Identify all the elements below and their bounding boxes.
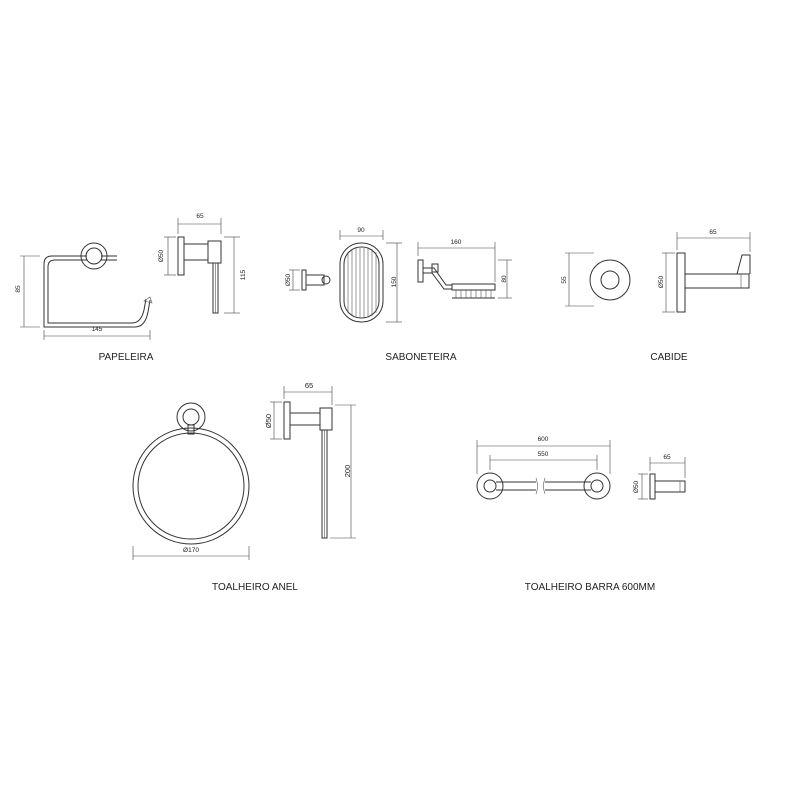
toalheiro-anel-dim-65: 65 xyxy=(305,381,313,390)
papeleira-title: PAPELEIRA xyxy=(99,352,154,363)
papeleira-height-dimension: 85 xyxy=(15,255,40,328)
toalheiro-anel-dim-d170: Ø170 xyxy=(183,547,199,554)
toalheiro-anel-title: TOALHEIRO ANEL xyxy=(212,582,298,593)
cabide-dim-d50: Ø50 xyxy=(658,275,665,288)
saboneteira-dim-90: 90 xyxy=(357,227,365,234)
saboneteira-dim-150: 150 xyxy=(391,276,398,287)
cabide-title: CABIDE xyxy=(650,352,688,363)
toalheiro-barra-dim-65: 65 xyxy=(663,454,671,461)
toalheiro-barra-front-view xyxy=(476,472,611,500)
papeleira-width-dimension: 145 xyxy=(43,326,151,340)
toalheiro-barra-dimensions: 600 550 xyxy=(476,436,611,474)
toalheiro-anel-diameter-dimension: Ø170 xyxy=(132,546,250,560)
cabide-dim-55: 55 xyxy=(561,276,568,284)
toalheiro-anel-side-dimensions: 65 Ø50 200 xyxy=(264,381,356,539)
cabide-dim-65: 65 xyxy=(709,229,717,236)
papeleira-front-view xyxy=(43,242,153,328)
saboneteira-dim-d50: Ø50 xyxy=(285,273,292,286)
saboneteira-side-view xyxy=(417,259,496,299)
saboneteira-side-dimensions: 160 80 xyxy=(417,239,512,299)
saboneteira-basket-dimensions: 90 150 xyxy=(339,227,402,323)
papeleira-dim-115: 115 xyxy=(240,269,247,280)
saboneteira-dim-80: 80 xyxy=(501,275,508,283)
toalheiro-barra-dim-550: 550 xyxy=(538,451,549,458)
toalheiro-barra-side-view: Ø50 65 xyxy=(633,454,686,500)
saboneteira-title: SABONETEIRA xyxy=(385,352,456,363)
toalheiro-anel-side-view xyxy=(283,401,333,539)
cabide-side-view: Ø50 65 xyxy=(658,229,751,313)
papeleira-side-dimensions: 65 Ø50 115 xyxy=(158,213,247,314)
toalheiro-anel-front-view xyxy=(132,402,250,545)
cabide-front-view: 55 xyxy=(561,252,631,307)
toalheiro-barra-dim-d50: Ø50 xyxy=(633,480,640,493)
papeleira-dim-65: 65 xyxy=(196,213,204,220)
papeleira-side-view xyxy=(177,236,222,314)
toalheiro-barra-dim-600: 600 xyxy=(538,436,549,443)
saboneteira-mount-view: Ø50 xyxy=(285,269,331,291)
papeleira-dim-145: 145 xyxy=(92,326,103,333)
saboneteira-basket-view xyxy=(339,242,384,323)
papeleira-dim-d50: Ø50 xyxy=(158,249,165,262)
toalheiro-barra-title: TOALHEIRO BARRA 600MM xyxy=(525,582,655,593)
toalheiro-anel-dim-200: 200 xyxy=(343,465,352,478)
toalheiro-anel-dim-d50: Ø50 xyxy=(264,414,273,428)
saboneteira-dim-160: 160 xyxy=(451,239,462,246)
papeleira-dim-85: 85 xyxy=(15,285,22,293)
